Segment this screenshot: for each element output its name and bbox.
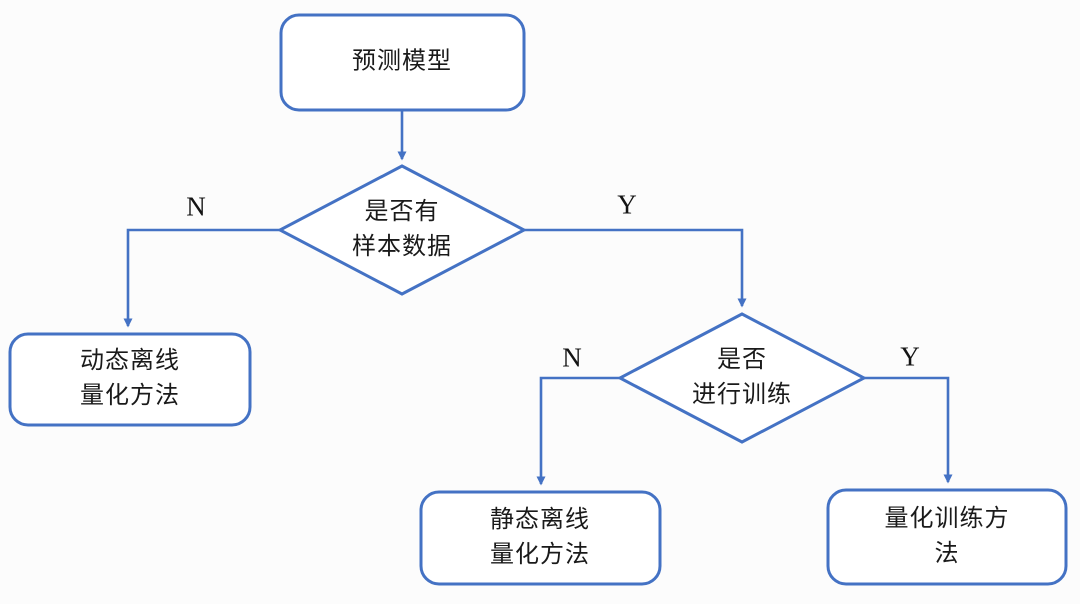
connector-training-no-to-static-offline [536, 376, 620, 486]
connector-training-yes-to-quant-training [864, 376, 953, 484]
start-node-shape [279, 13, 526, 112]
branch-label-training-yes: Y [900, 341, 920, 372]
branch-label-sample-yes: Y [617, 189, 637, 220]
branch-label-sample-no: N [186, 191, 206, 222]
training-decision-label: 是否 进行训练 [692, 347, 792, 408]
connector-sample-no-to-dynamic-offline [123, 228, 280, 328]
sample-decision-shape [276, 164, 528, 296]
branch-label-training-no: N [562, 342, 582, 373]
dynamic-offline-node-shape [8, 332, 252, 427]
sample-decision-label: 是否有 样本数据 [352, 199, 452, 260]
quant-training-node-label: 量化训练方法 [884, 506, 1010, 567]
static-offline-node-label: 静态离线 量化方法 [490, 507, 590, 568]
connector-sample-yes-to-training-decision [524, 228, 747, 308]
dynamic-offline-node-label: 动态离线 量化方法 [80, 348, 180, 409]
training-decision-shape [616, 312, 868, 444]
quant-training-node-shape [826, 488, 1068, 586]
static-offline-node-shape [419, 490, 662, 586]
start-node-label: 预测模型 [352, 48, 452, 75]
